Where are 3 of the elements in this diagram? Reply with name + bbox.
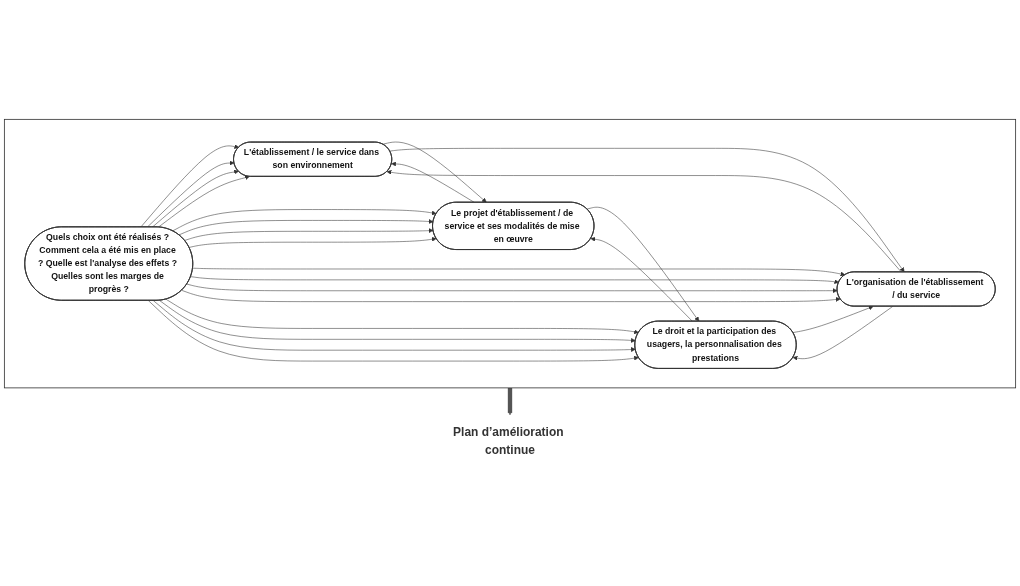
- node-text: Plan d’amélioration continue: [453, 425, 564, 457]
- arrow: [507, 387, 513, 415]
- cluster: [3, 118, 1017, 388]
